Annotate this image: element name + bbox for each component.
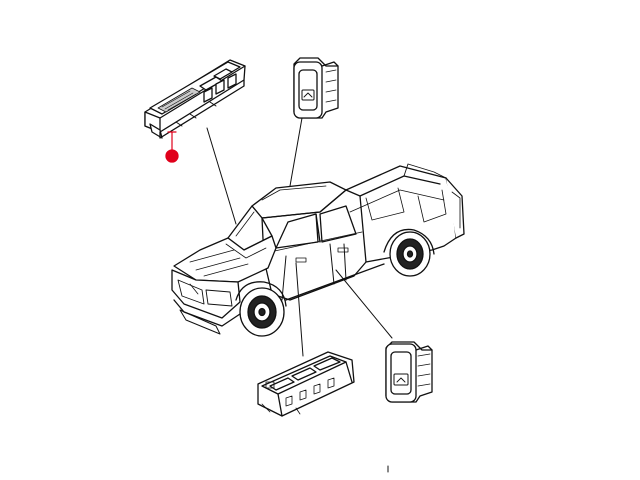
leader-line-master-switch: [206, 127, 237, 225]
leader-line-lower-switch: [335, 269, 393, 339]
leader-lines: [206, 117, 393, 357]
master-window-switch-icon: [144, 59, 246, 139]
leader-line-upper-switch: [289, 117, 303, 187]
window-switch-icon-lower: [385, 341, 433, 403]
callout-dot-icon: [165, 131, 179, 163]
leader-line-passenger-switch: [295, 262, 304, 357]
pickup-truck-icon: [171, 163, 465, 337]
window-switch-icon-upper: [293, 57, 339, 119]
window-switch-icon-passenger: [257, 351, 355, 417]
